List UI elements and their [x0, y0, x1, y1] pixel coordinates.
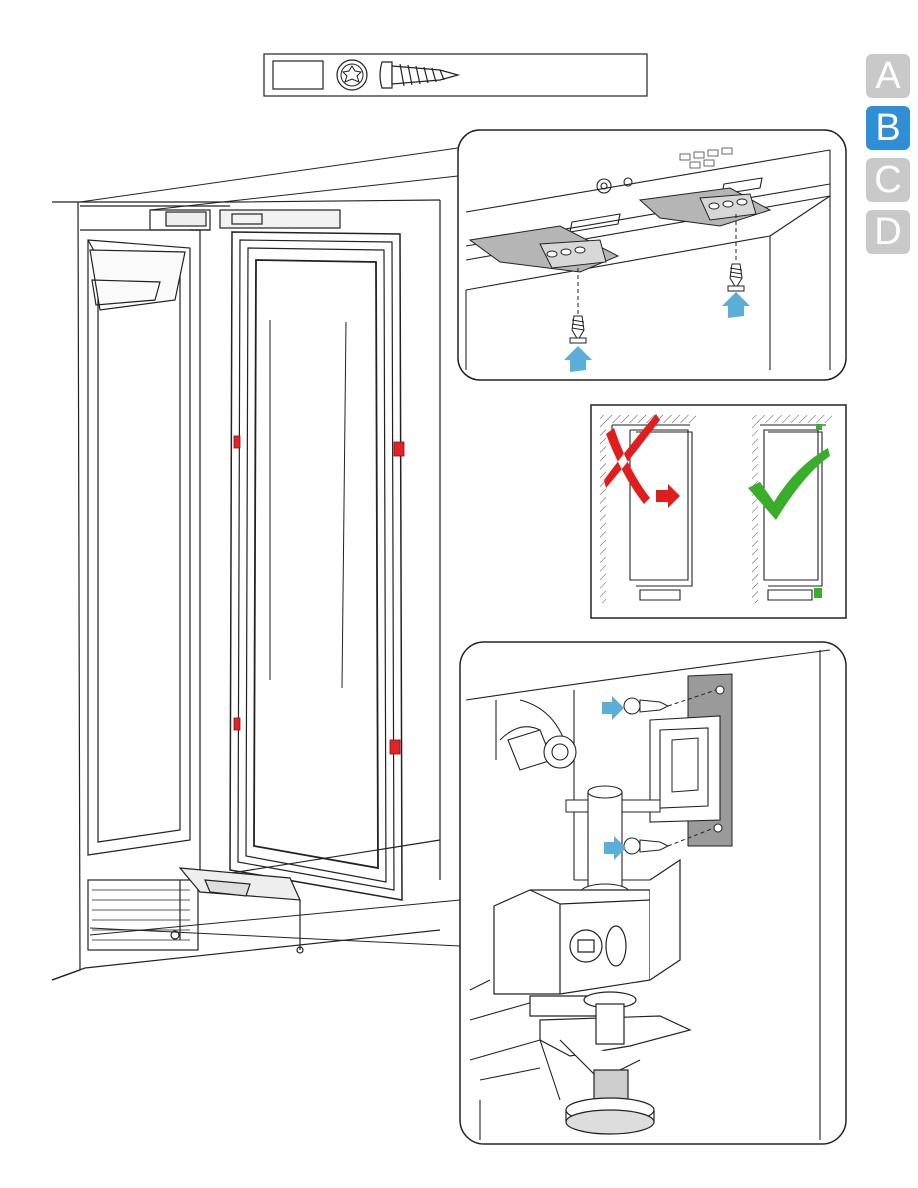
refrigerator-with-door [52, 148, 460, 980]
alignment-check [591, 405, 846, 618]
torx-drive-icon [337, 60, 367, 90]
blank-label-box [273, 61, 323, 89]
door-catches [234, 436, 404, 754]
bottom-detail-callout [460, 642, 846, 1144]
top-detail-callout [458, 130, 846, 380]
hardware-box [264, 54, 647, 96]
